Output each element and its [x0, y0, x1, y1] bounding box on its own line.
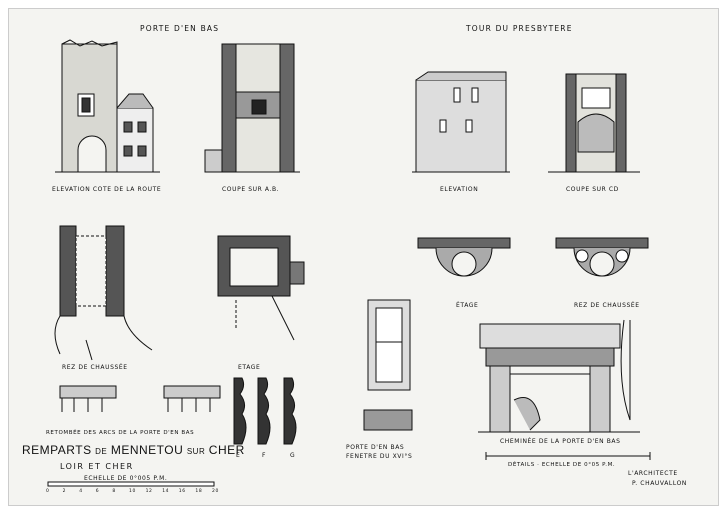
caption-porte: PORTE D'EN BAS: [346, 444, 405, 451]
caption-elevation-route: ELEVATION COTE DE LA ROUTE: [52, 186, 162, 193]
elevation-route-drawing: [55, 39, 160, 173]
scale-tick: 2: [62, 489, 67, 494]
title-word-3: MENNETOU: [110, 443, 184, 457]
arch-springers: [59, 385, 221, 412]
tour-heading: TOUR DU PRESBYTERE: [466, 24, 573, 33]
fireplace-drawing: [478, 319, 640, 433]
scale-tick: 14: [162, 489, 170, 494]
architect-name: P. CHAUVALLON: [632, 480, 688, 487]
scale-tick: 6: [95, 489, 100, 494]
title-word-4: SUR: [186, 447, 206, 456]
department: LOIR ET CHER: [60, 462, 134, 471]
caption-coupe-ab: COUPE SUR A.B.: [222, 186, 280, 193]
plan-rez-right: [555, 237, 649, 277]
scale-tick: 0: [46, 489, 50, 494]
caption-cheminee: CHEMINÉE DE LA PORTE D'EN BAS: [500, 438, 621, 445]
plan-rez-left: [54, 225, 153, 361]
caption-etage-right: ÉTAGE: [456, 302, 479, 309]
scale-tick: 20: [212, 489, 219, 494]
caption-rez-right: REZ DE CHAUSSÉE: [574, 302, 640, 309]
window-drawing: [363, 299, 413, 431]
title-word-1: REMPARTS: [22, 443, 92, 457]
porte-heading: PORTE D'EN BAS: [140, 24, 220, 33]
caption-retombee: RETOMBÉE DES ARCS DE LA PORTE D'EN BAS: [46, 430, 195, 436]
plan-etage-right: [417, 237, 511, 277]
title-word-2: DE: [95, 447, 108, 456]
tour-elevation-drawing: [412, 71, 510, 173]
caption-coupe-cd: COUPE SUR CD: [566, 186, 619, 193]
caption-details-scale: DÉTAILS · ECHELLE DE 0°05 P.M.: [508, 462, 616, 468]
plan-etage-left: [217, 235, 305, 341]
main-scale-bar: [47, 481, 215, 487]
profile-e: E: [236, 452, 241, 459]
title-word-5: CHER: [208, 443, 245, 457]
profile-g: G: [290, 452, 296, 459]
architect-role: L'ARCHITECTE: [628, 470, 678, 477]
scale-tick: 16: [178, 489, 186, 494]
caption-rez-left: REZ DE CHAUSSÉE: [62, 364, 128, 371]
caption-etage-left: ETAGE: [238, 364, 261, 371]
scale-tick: 12: [145, 489, 153, 494]
scale-tick: 10: [129, 489, 136, 494]
scale-tick: 18: [195, 489, 203, 494]
caption-elevation: ELEVATION: [440, 186, 479, 193]
sheet-title: REMPARTS DE MENNETOU SUR CHER: [22, 443, 245, 457]
coupe-cd-drawing: [548, 73, 640, 173]
main-scale-label: ECHELLE DE 0°005 P.M.: [84, 475, 168, 482]
scale-tick: 8: [112, 489, 116, 494]
profile-f: F: [262, 452, 267, 459]
coupe-ab-drawing: [204, 43, 300, 173]
caption-fenetre: FENETRE DU XVI°S: [346, 453, 413, 460]
scale-tick: 4: [79, 489, 83, 494]
moulding-profiles: [233, 377, 297, 445]
details-scale-bar: [485, 452, 651, 460]
